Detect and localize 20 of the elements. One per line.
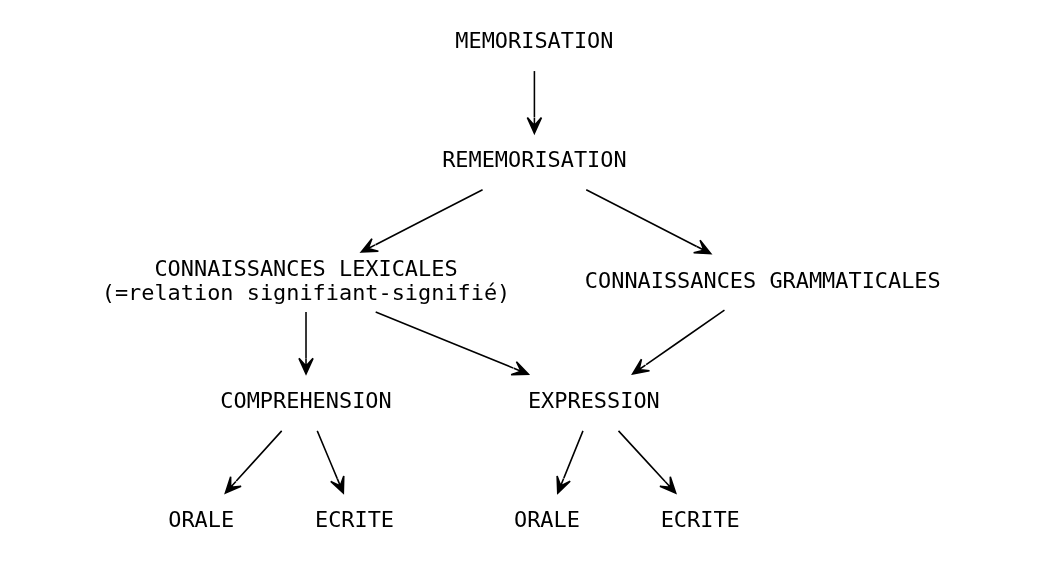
arrow bbox=[631, 309, 725, 375]
arrow bbox=[359, 188, 483, 253]
node-text: ORALE bbox=[513, 507, 580, 533]
arrow bbox=[584, 188, 712, 255]
arrow bbox=[374, 311, 529, 376]
node-text: ECRITE bbox=[660, 507, 740, 533]
arrow bbox=[224, 430, 282, 494]
node-text: EXPRESSION bbox=[527, 388, 660, 414]
node-text: ORALE bbox=[167, 507, 234, 533]
node-text: CONNAISSANCES LEXICALES (=relation signifiant-signifié) bbox=[101, 256, 510, 305]
arrow bbox=[316, 430, 345, 494]
arrow bbox=[617, 430, 676, 494]
arrow bbox=[297, 311, 314, 375]
node-text: ECRITE bbox=[314, 507, 394, 533]
node-text: COMPREHENSION bbox=[219, 388, 392, 414]
node-text: MEMORISATION bbox=[454, 28, 613, 54]
node-text: REMEMORISATION bbox=[441, 147, 627, 173]
arrow bbox=[555, 430, 584, 494]
node-text: CONNAISSANCES GRAMMATICALES bbox=[584, 267, 941, 293]
arrow bbox=[526, 70, 542, 135]
